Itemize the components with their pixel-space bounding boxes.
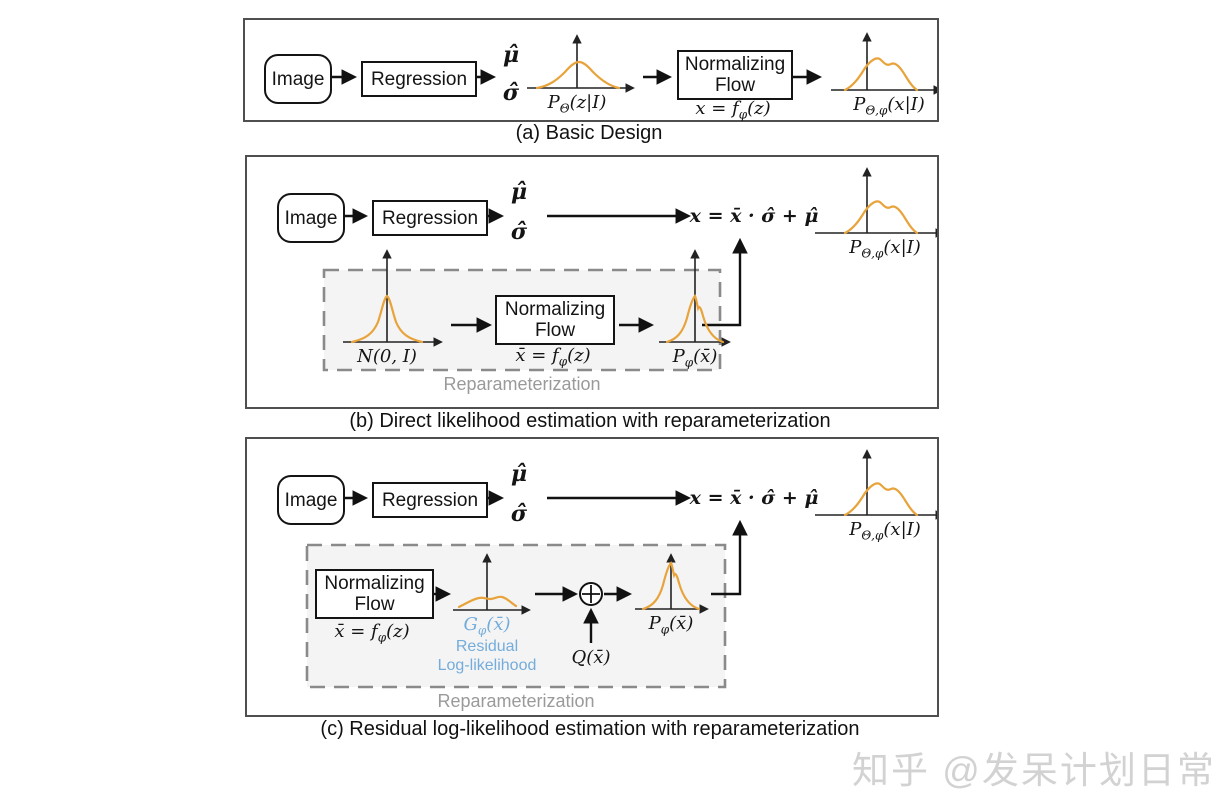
- reparam-equation: x = x̄ · σ̂ + μ̂: [689, 205, 819, 227]
- caption-c: (c) Residual log-likelihood estimation w…: [320, 718, 860, 740]
- bumpy-density-curve: [843, 57, 919, 92]
- panel-a: Image Regression μ̂ σ̂ PΘ(z|I) Normalizi…: [243, 18, 939, 122]
- pxbar-label: Pφ(x̄): [672, 346, 718, 370]
- residual-label-line1: Residual: [455, 638, 519, 655]
- regression-box: Regression: [372, 200, 488, 236]
- image-box-label: Image: [284, 207, 338, 229]
- g-residual-plot: [453, 553, 531, 615]
- reparameterization-label: Reparameterization: [443, 374, 601, 394]
- residual-wiggle-curve: [457, 595, 518, 609]
- nf-equation-label: x̄ = fφ(z): [515, 345, 591, 369]
- regression-box: Regression: [361, 61, 477, 97]
- image-box: Image: [277, 475, 345, 525]
- panel-a-diagram-lines: [332, 32, 937, 95]
- caption-a: (a) Basic Design: [515, 122, 663, 144]
- pxbar-label: Pφ(x̄): [648, 613, 694, 637]
- mu-label: μ̂: [502, 42, 520, 68]
- normalizing-flow-box: Normalizing Flow: [677, 50, 793, 100]
- narrow-gaussian-curve: [350, 294, 424, 344]
- image-box-label: Image: [271, 68, 325, 90]
- panel-b: Image Regression μ̂ σ̂ x = x̄ · σ̂ + μ̂ …: [245, 155, 939, 409]
- g-residual-label: Gφ(x̄): [463, 614, 511, 638]
- reparam-output-elbow-arrow: [702, 237, 748, 327]
- pz-label: PΘ(z|I): [547, 92, 607, 116]
- px-density-plot: [815, 449, 937, 520]
- plus-circle-icon: [579, 582, 603, 606]
- nf-label-line2: Flow: [714, 75, 756, 96]
- sigma-label: σ̂: [502, 80, 520, 106]
- normalizing-flow-box: Normalizing Flow: [495, 295, 615, 345]
- px-density-plot: [815, 167, 937, 238]
- sigma-label: σ̂: [510, 219, 528, 245]
- nf-label-line1: Normalizing: [324, 573, 425, 594]
- image-box-label: Image: [284, 489, 338, 511]
- nf-label-line1: Normalizing: [504, 299, 606, 320]
- gaussian-curve: [535, 60, 621, 90]
- pxbar-density-plot: [635, 553, 709, 614]
- mu-label: μ̂: [510, 179, 528, 205]
- px-label: PΘ,φ(x|I): [849, 519, 921, 543]
- pxbar-density-plot: [659, 249, 731, 347]
- mu-label: μ̂: [510, 461, 528, 487]
- regression-box-label: Regression: [381, 489, 479, 511]
- q-label: Q(x̄): [571, 647, 611, 668]
- learned-density-curve: [641, 561, 701, 611]
- px-density-plot: [831, 32, 937, 95]
- watermark: 知乎 @发呆计划日常: [852, 750, 1216, 791]
- residual-label-line2: Log-likelihood: [437, 657, 537, 674]
- nf-equation-label: x = fφ(z): [695, 98, 771, 122]
- regression-box: Regression: [372, 482, 488, 518]
- nf-label-line2: Flow: [534, 320, 576, 341]
- px-label: PΘ,φ(x|I): [849, 237, 921, 261]
- caption-b: (b) Direct likelihood estimation with re…: [349, 410, 831, 432]
- bumpy-density-curve: [843, 482, 919, 517]
- px-label: PΘ,φ(x|I): [853, 94, 925, 118]
- flow-arrows: [345, 490, 748, 643]
- reparam-equation: x = x̄ · σ̂ + μ̂: [689, 487, 819, 509]
- flow-arrows: [345, 208, 748, 333]
- panel-c: Image Regression μ̂ σ̂ x = x̄ · σ̂ + μ̂ …: [245, 437, 939, 717]
- prior-density-plot: [343, 249, 443, 347]
- image-box: Image: [277, 193, 345, 243]
- reparam-output-elbow-arrow: [711, 519, 748, 596]
- regression-box-label: Regression: [381, 207, 479, 229]
- panel-b-diagram-lines: [322, 167, 937, 372]
- nf-equation-label: x̄ = fφ(z): [334, 621, 410, 645]
- sigma-label: σ̂: [510, 501, 528, 527]
- learned-density-curve: [665, 294, 725, 344]
- pz-density-plot: [527, 34, 635, 93]
- nf-label-line1: Normalizing: [684, 54, 786, 75]
- normalizing-flow-box: Normalizing Flow: [315, 569, 434, 619]
- bumpy-density-curve: [843, 200, 919, 235]
- nf-label-line2: Flow: [354, 594, 395, 615]
- prior-label: N(0, I): [357, 346, 417, 367]
- reparameterization-label: Reparameterization: [437, 691, 595, 711]
- image-box: Image: [264, 54, 332, 104]
- regression-box-label: Regression: [370, 68, 468, 90]
